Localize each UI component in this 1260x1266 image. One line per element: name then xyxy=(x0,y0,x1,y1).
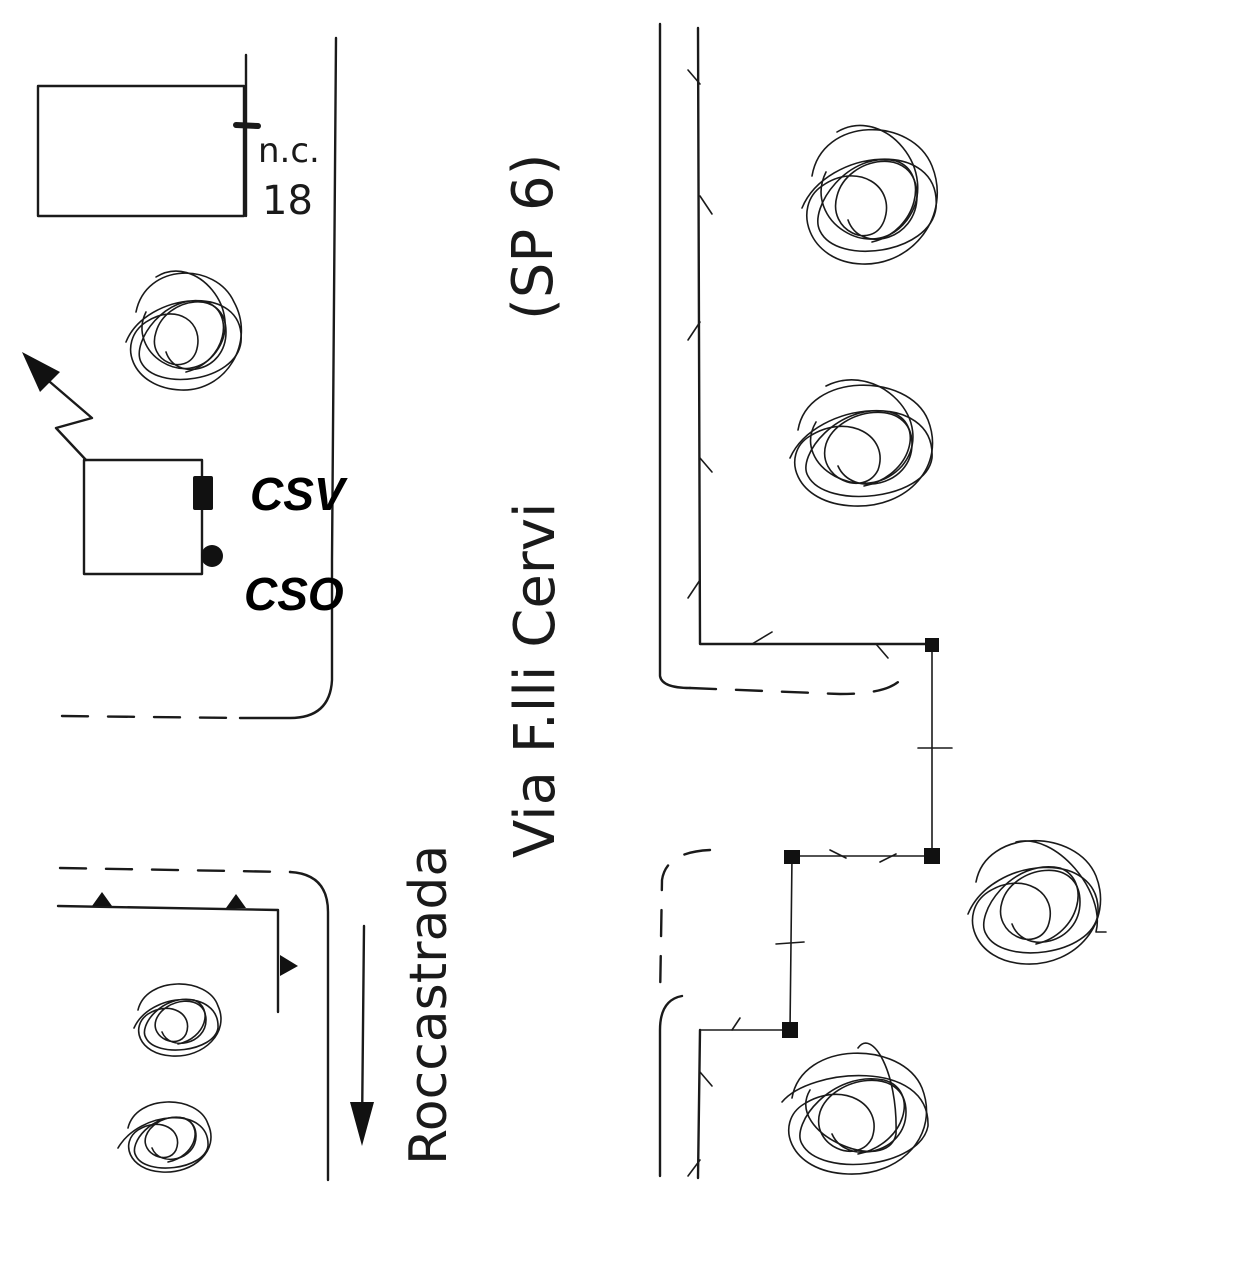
tree-icon xyxy=(967,839,1107,965)
utility-tick xyxy=(775,941,805,945)
building-meter xyxy=(82,458,204,576)
street-route: (SP 6) xyxy=(501,154,566,320)
sidewalk-tick xyxy=(280,955,298,976)
tree-icon xyxy=(125,270,243,391)
utility-tick xyxy=(829,849,847,859)
east-corner-dashed xyxy=(688,676,904,696)
house-number-prefix: n.c. xyxy=(258,131,320,171)
tree-icon xyxy=(117,1101,212,1173)
utility-node xyxy=(924,848,940,864)
house-number-value: 18 xyxy=(262,178,313,224)
direction-arrow-shaft xyxy=(360,924,366,1132)
road-edge-east-upper xyxy=(658,22,692,690)
cso-label: CSO xyxy=(244,568,344,620)
utility-node xyxy=(782,1022,798,1038)
csv-marker-symbol xyxy=(193,476,213,510)
utility-tick xyxy=(879,853,897,863)
tree-icon xyxy=(133,983,222,1057)
csv-label: CSV xyxy=(250,468,348,520)
direction-arrow-head xyxy=(350,1102,374,1146)
tree-icon xyxy=(781,1042,929,1175)
sidewalk-tick xyxy=(226,894,246,908)
building-nc18 xyxy=(36,53,261,218)
road-edge-west-upper xyxy=(238,36,338,720)
zigzag-arrow xyxy=(48,380,94,462)
sidewalk-east-upper xyxy=(696,26,934,646)
tree-icon xyxy=(801,124,938,265)
sidewalk-ticks-upper xyxy=(687,69,889,659)
utility-node xyxy=(784,850,800,864)
zigzag-arrow-head xyxy=(22,352,60,392)
sidewalk-tick xyxy=(92,892,112,906)
sidewalk-lower-left xyxy=(56,904,280,1014)
road-edge-east-lower xyxy=(658,994,684,1178)
direction-label: Roccastrada xyxy=(399,845,459,1165)
side-street-north-edge-dashed xyxy=(60,714,242,720)
sidewalk-ticks-lower xyxy=(687,1017,741,1177)
utility-node xyxy=(925,638,939,652)
utility-line xyxy=(699,643,933,1031)
street-name: Via F.lli Cervi xyxy=(503,502,568,858)
side-street-south-edge-dashed xyxy=(58,866,292,874)
sidewalk-east-lower xyxy=(696,1028,702,1180)
cso-marker-symbol xyxy=(201,545,223,567)
road-edge-west-lower xyxy=(288,870,330,1182)
east-lower-corner-dashed xyxy=(658,848,712,1002)
tree-icon xyxy=(789,379,934,507)
